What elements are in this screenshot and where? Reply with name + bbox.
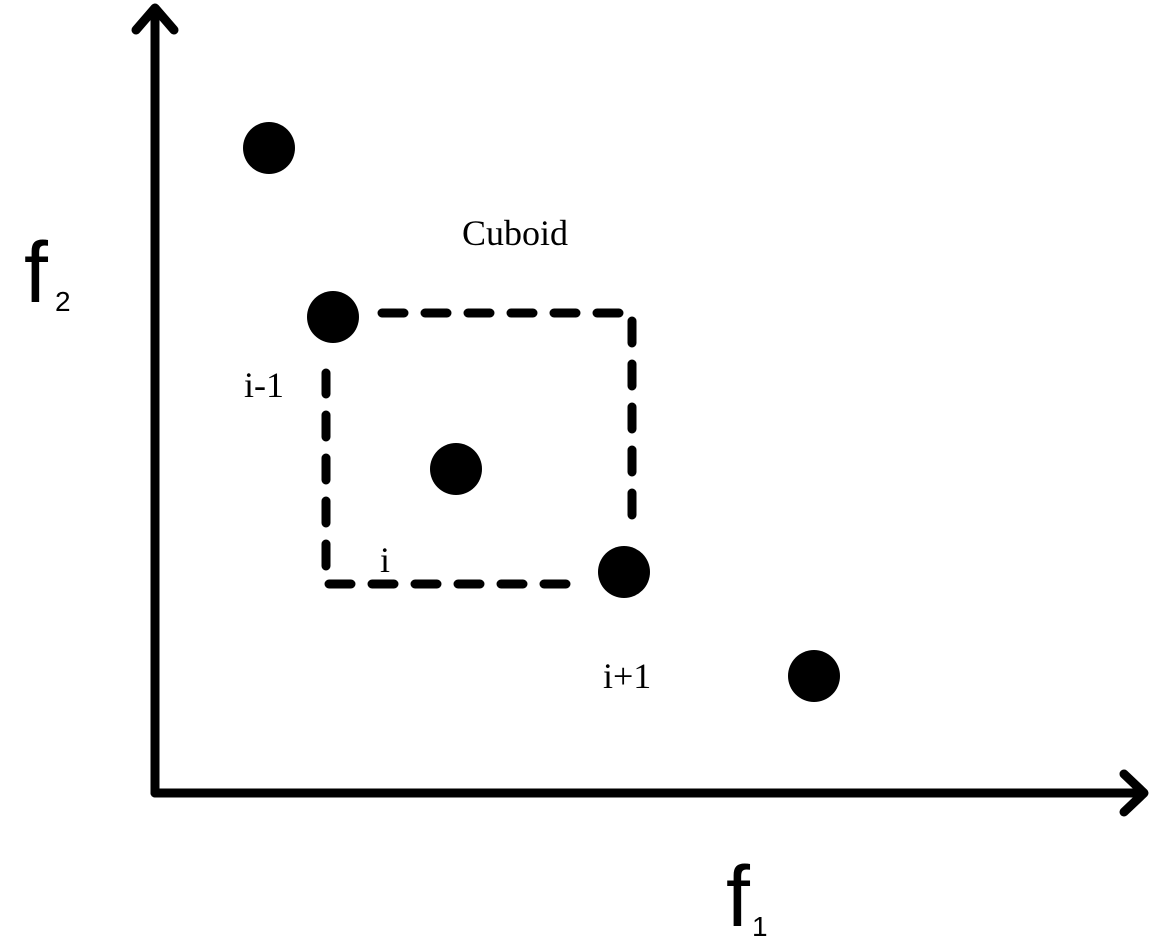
point-bottom-right [788, 650, 840, 702]
y-axis-arrowhead [131, 3, 179, 35]
y-axis-label-subscript: 2 [55, 286, 71, 317]
point-i-minus-1 [307, 291, 359, 343]
cuboid-label: Cuboid [462, 213, 568, 253]
label-i-plus-1: i+1 [603, 656, 651, 696]
cuboid-box-lower [321, 368, 571, 589]
x-axis-label: f [726, 849, 751, 942]
point-top-left [243, 122, 295, 174]
point-i [430, 443, 482, 495]
x-axis-arrowhead [1119, 769, 1149, 817]
label-i-minus-1: i-1 [244, 365, 284, 405]
label-i: i [380, 540, 390, 580]
cuboid-box [377, 308, 637, 535]
x-axis-label-subscript: 1 [752, 911, 768, 942]
y-axis-label: f [24, 225, 49, 321]
point-i-plus-1 [598, 546, 650, 598]
